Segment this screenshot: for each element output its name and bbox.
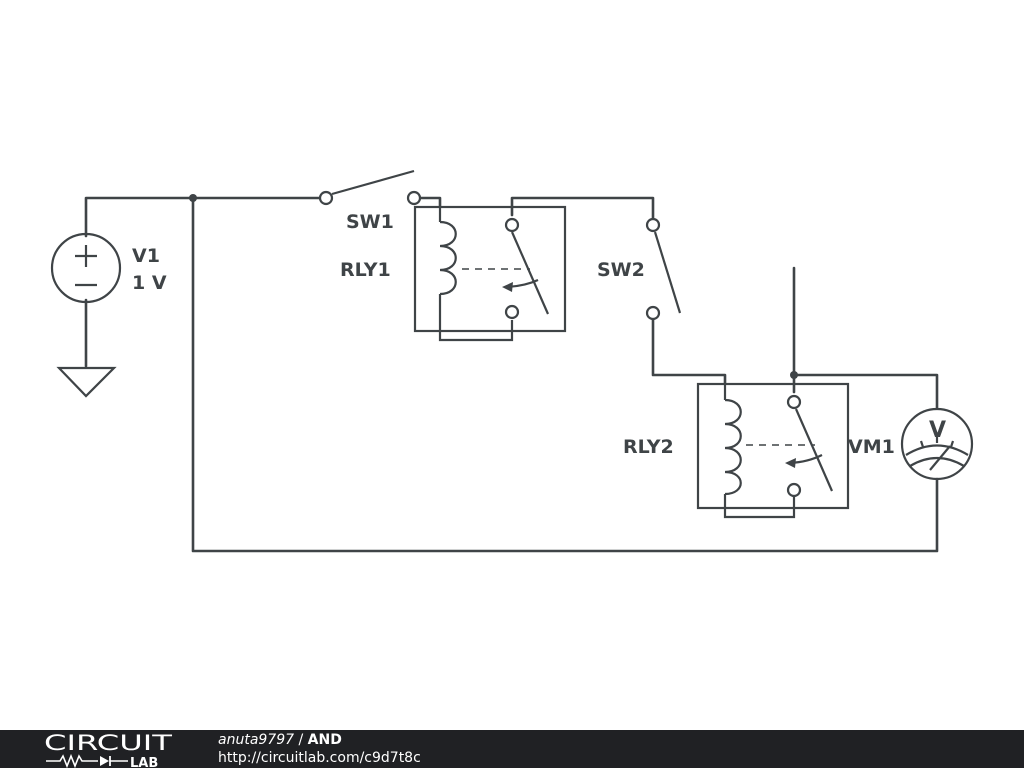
logo-text-lab: LAB bbox=[130, 756, 158, 768]
footer-attribution: anuta9797 / AND bbox=[218, 732, 342, 748]
v1-value-label: 1 V bbox=[132, 272, 167, 294]
junction-dot bbox=[189, 194, 197, 202]
switch-sw2 bbox=[645, 217, 682, 321]
voltage-source-v1 bbox=[50, 232, 122, 304]
sw1-label: SW1 bbox=[346, 211, 394, 233]
rly2-label: RLY2 bbox=[623, 436, 674, 458]
junction-dot bbox=[790, 371, 798, 379]
vm1-label: VM1 bbox=[848, 436, 895, 458]
circuit-url-link[interactable]: http://circuitlab.com/c9d7t8c bbox=[218, 750, 421, 766]
sw2-label: SW2 bbox=[597, 259, 645, 281]
switch-sw1 bbox=[318, 169, 422, 206]
circuit-title: AND bbox=[307, 732, 342, 748]
logo-text-circuit: CIRCUIT bbox=[44, 731, 172, 755]
author-link[interactable]: anuta9797 bbox=[218, 732, 295, 748]
wires bbox=[84, 196, 939, 553]
ground-symbol bbox=[56, 366, 117, 398]
relay-rly1 bbox=[413, 205, 567, 342]
relay-rly2 bbox=[696, 382, 850, 519]
footer-bar: CIRCUIT LAB anuta9797 / AND http://circu… bbox=[0, 730, 1024, 768]
voltmeter-vm1 bbox=[900, 407, 974, 481]
attribution-separator: / bbox=[294, 732, 308, 748]
circuitlab-logo[interactable]: CIRCUIT LAB bbox=[0, 730, 200, 768]
rly1-label: RLY1 bbox=[340, 259, 391, 281]
circuit-schematic: V1 1 V SW1 RLY1 SW2 bbox=[50, 169, 974, 553]
resistor-diode-icon bbox=[46, 753, 128, 768]
vm1-symbol: V bbox=[929, 418, 946, 443]
v1-label: V1 bbox=[132, 245, 160, 267]
